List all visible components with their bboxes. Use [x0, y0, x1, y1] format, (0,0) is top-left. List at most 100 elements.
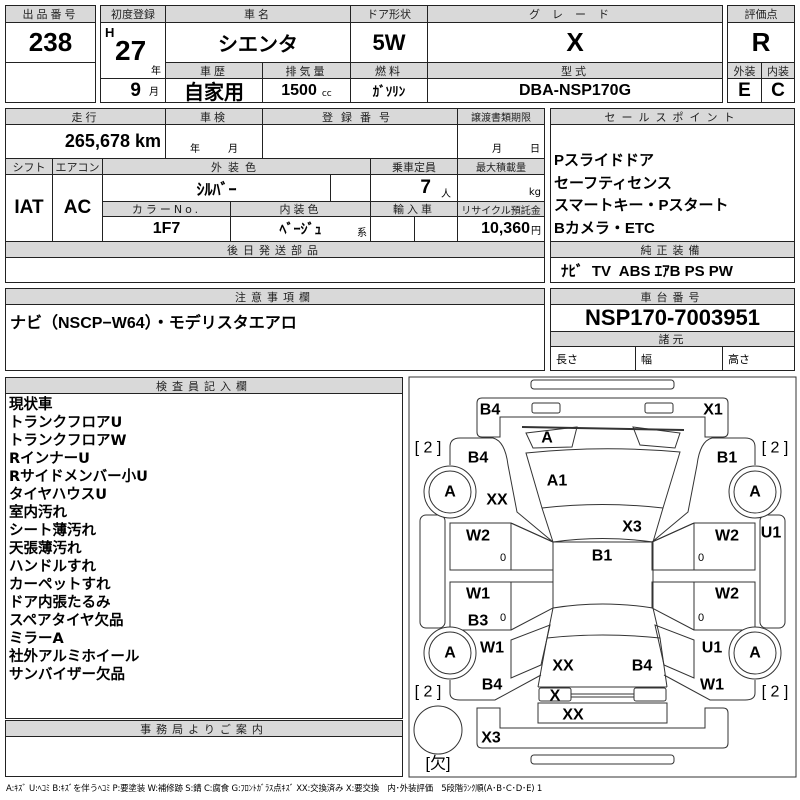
- inspector-note: スペアタイヤ欠品: [9, 613, 124, 629]
- shift-label: シフト: [5, 158, 53, 175]
- inspector-notes: 現状車 トランクフロアU トランクフロアW RインナーU Rサイドメンバー小U …: [9, 396, 148, 684]
- int-score-label: 内装: [761, 62, 795, 79]
- inspector-note: 社外アルミホイール: [9, 649, 140, 665]
- sales-point: Pスライドドア: [554, 152, 655, 169]
- lot-number: 238: [5, 22, 96, 63]
- tire-mark: A: [444, 484, 456, 501]
- car-damage-diagram: B4 X1 A B4 B1 A1 XX X3 W2 W2 U1 B1 0 0 W…: [408, 376, 797, 778]
- damage-mark: XX: [562, 707, 584, 724]
- inspector-note: 室内汚れ: [9, 505, 67, 521]
- door-label: ドア形状: [350, 5, 428, 23]
- inspection-month-unit: 月: [228, 144, 238, 155]
- year-unit: 年: [151, 66, 161, 77]
- tire-mark: A: [444, 645, 456, 662]
- damage-mark: W1: [480, 640, 504, 657]
- legend: A:ｷｽﾞ U:ﾍｺﾐ B:ｷｽﾞを伴うﾍｺﾐ P:要塗装 W:補修跡 S:錆 …: [6, 784, 543, 794]
- mileage: 265,678 km: [5, 124, 166, 159]
- model-label: 型式: [427, 62, 723, 79]
- inspector-note: シート薄汚れ: [9, 523, 96, 539]
- damage-mark: X1: [703, 402, 723, 419]
- max-load-label: 最大積載量: [457, 158, 545, 175]
- int-color-cell: ﾍﾞｰｼﾞｭ系: [230, 216, 371, 242]
- transfer-day-unit: 日: [530, 144, 540, 155]
- displacement: 1500: [281, 81, 317, 99]
- damage-mark: 0: [500, 612, 506, 624]
- inspector-note: タイヤハウスU: [9, 487, 108, 503]
- specs-label: 諸元: [550, 331, 795, 347]
- inspector-note: サンバイザー欠品: [9, 667, 125, 683]
- mileage-label: 走行: [5, 108, 166, 125]
- inspection-label: 車検: [165, 108, 263, 125]
- yen-unit: 円: [531, 225, 541, 237]
- later-parts-label: 後日発送部品: [5, 241, 545, 258]
- sales-label: セールスポイント: [550, 108, 795, 125]
- month-unit: 月: [149, 87, 159, 98]
- lot-blank: [5, 62, 96, 103]
- front-bar: [530, 379, 675, 390]
- history: 自家用: [165, 78, 263, 103]
- office-label: 事務局よりご案内: [5, 720, 403, 737]
- recycle-label: リサイクル預託金: [457, 201, 545, 217]
- equipment-label: 純正装備: [550, 241, 795, 258]
- ext-score-label: 外装: [727, 62, 762, 79]
- chassis-number: NSP170-7003951: [550, 304, 795, 332]
- damage-mark: W2: [715, 528, 739, 545]
- hood: [525, 448, 681, 509]
- damage-mark: 0: [698, 612, 704, 624]
- damage-mark: B4: [468, 450, 489, 467]
- grade: X: [427, 22, 723, 63]
- equipment: ﾅﾋﾞ TV ABS ｴｱB PS PW: [550, 257, 795, 283]
- first-reg-month-cell: 9 月: [100, 78, 166, 103]
- reg-month: 9: [130, 79, 141, 101]
- damage-mark: A: [541, 430, 553, 447]
- capacity: 7: [420, 177, 431, 198]
- damage-mark: B3: [468, 613, 489, 630]
- cc-unit: cc: [321, 88, 332, 99]
- rear-bar: [530, 754, 675, 765]
- color-no: 1F7: [102, 216, 231, 242]
- reg-year: 27: [115, 35, 147, 66]
- damage-mark: W1: [700, 677, 724, 694]
- score-label: 評価点: [727, 5, 795, 23]
- inspector-note: ハンドルすれ: [9, 559, 96, 575]
- damage-mark: W1: [466, 586, 490, 603]
- first-reg-label: 初度登録: [100, 5, 166, 23]
- damage-mark: W2: [715, 586, 739, 603]
- spare-tire-status: [欠]: [426, 755, 451, 773]
- sales-points: Pスライドドア セーフティセンス スマートキー・Pスタート Bカメラ・ETC: [554, 150, 729, 240]
- inspector-note: カーペットすれ: [9, 577, 111, 593]
- door-type: 5W: [350, 22, 428, 63]
- model-code: DBA-NSP170G: [427, 78, 723, 103]
- fuel: ｶﾞｿﾘﾝ: [350, 78, 428, 103]
- ext-color-extra: [330, 174, 371, 202]
- spec-width: 幅: [635, 346, 723, 371]
- inspector-note: Rサイドメンバー小U: [9, 469, 148, 485]
- car-outline: [408, 376, 797, 778]
- grade-label: グレード: [427, 5, 723, 23]
- ac: AC: [52, 174, 103, 242]
- max-load: kg: [457, 174, 545, 202]
- sales-point: スマートキー・Pスタート: [554, 197, 729, 214]
- inspector-note: トランクフロアU: [9, 415, 123, 431]
- damage-mark: X: [550, 688, 561, 705]
- tire-count: [ 2 ]: [762, 440, 789, 457]
- displacement-label: 排気量: [262, 62, 351, 79]
- tire-count: [ 2 ]: [762, 684, 789, 701]
- history-label: 車歴: [165, 62, 263, 79]
- tire-mark: A: [749, 645, 761, 662]
- inspector-note: RインナーU: [9, 451, 90, 467]
- diagram-frame: [408, 376, 797, 778]
- notes: ナビ（NSCP−W64）・モデリスタエアロ: [5, 304, 545, 371]
- transfer-month-unit: 月: [492, 144, 502, 155]
- int-color-label: 内装色: [230, 201, 371, 217]
- damage-mark: U1: [761, 525, 782, 542]
- ext-score: E: [727, 78, 762, 103]
- chassis-label: 車台番号: [550, 288, 795, 305]
- damage-marks: B4 X1 A B4 B1 A1 XX X3 W2 W2 U1 B1 0 0 W…: [415, 402, 789, 773]
- int-score: C: [761, 78, 795, 103]
- tire-count: [ 2 ]: [415, 684, 442, 701]
- int-color-suffix: 系: [357, 228, 367, 239]
- car-name: シエンタ: [165, 22, 351, 63]
